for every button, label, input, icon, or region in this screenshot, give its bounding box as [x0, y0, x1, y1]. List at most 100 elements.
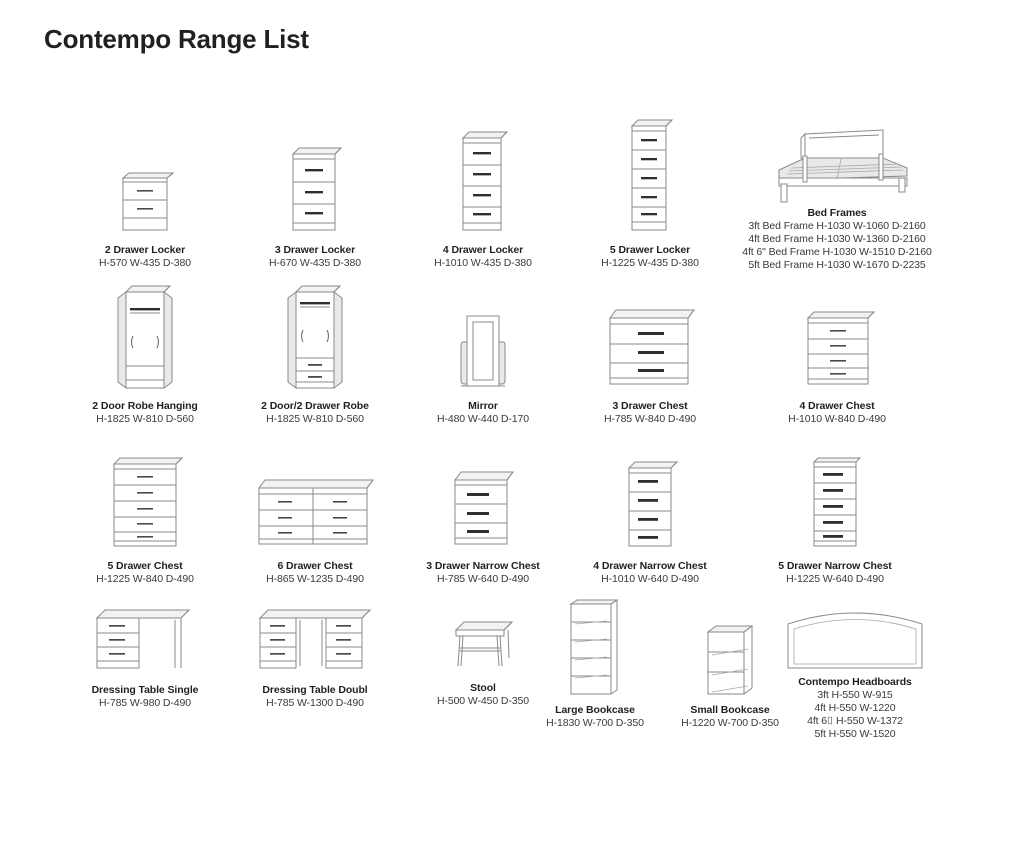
product-dimensions: H-785 W-640 D-490 [436, 573, 530, 585]
caption-5-drawer-narrow-chest: 5 Drawer Narrow Chest H-1225 W-640 D-490 [750, 560, 920, 586]
product-name: 5 Drawer Chest [107, 560, 183, 572]
caption-4-drawer-locker: 4 Drawer Locker H-1010 W-435 D-380 [408, 244, 558, 270]
product-item-stool: Stool H-500 W-450 D-350 [408, 608, 558, 708]
variant-line: 4ft Bed Frame H-1030 W-1360 D-2160 [748, 233, 926, 245]
product-item-dressing-table-single: Dressing Table Single H-785 W-980 D-490 [70, 600, 220, 710]
caption-dressing-table-double: Dressing Table Doubl H-785 W-1300 D-490 [240, 684, 390, 710]
product-item-2-drawer-locker: 2 Drawer Locker H-570 W-435 D-380 [70, 160, 220, 270]
caption-2-door-2-drawer-robe: 2 Door/2 Drawer Robe H-1825 W-810 D-560 [240, 400, 390, 426]
product-item-5-drawer-narrow-chest: 5 Drawer Narrow Chest H-1225 W-640 D-490 [750, 446, 920, 586]
product-name: 2 Drawer Locker [104, 244, 186, 256]
product-drawing-2-door-2-drawer-robe [240, 278, 390, 396]
product-dimensions: H-500 W-450 D-350 [436, 695, 530, 707]
product-item-contempo-headboards: Contempo Headboards 3ft H-550 W-915 4ft … [762, 600, 948, 741]
product-name: 5 Drawer Narrow Chest [778, 560, 892, 572]
product-dimensions: H-570 W-435 D-380 [98, 257, 192, 269]
caption-6-drawer-chest: 6 Drawer Chest H-865 W-1235 D-490 [240, 560, 390, 586]
product-name: 4 Drawer Chest [799, 400, 875, 412]
product-dimensions: H-865 W-1235 D-490 [266, 573, 364, 585]
product-item-4-drawer-narrow-chest: 4 Drawer Narrow Chest H-1010 W-640 D-490 [575, 452, 725, 586]
product-drawing-2-door-robe-hanging [70, 278, 220, 396]
product-drawing-5-drawer-narrow-chest [750, 446, 920, 556]
product-dimensions: H-1220 W-700 D-350 [681, 717, 779, 729]
product-drawing-3-drawer-chest [575, 300, 725, 396]
caption-4-drawer-chest: 4 Drawer Chest H-1010 W-840 D-490 [762, 400, 912, 426]
caption-large-bookcase: Large Bookcase H-1830 W-700 D-350 [520, 704, 670, 730]
product-item-2-door-2-drawer-robe: 2 Door/2 Drawer Robe H-1825 W-810 D-560 [240, 278, 390, 426]
caption-mirror: Mirror H-480 W-440 D-170 [408, 400, 558, 426]
variant-line: 4ft H-550 W-1220 [814, 702, 896, 714]
product-name: Small Bookcase [690, 704, 770, 716]
product-drawing-bed-frames [722, 128, 952, 203]
product-name: 3 Drawer Chest [612, 400, 688, 412]
product-item-small-bookcase: Small Bookcase H-1220 W-700 D-350 [655, 618, 805, 730]
product-drawing-3-drawer-narrow-chest [408, 462, 558, 556]
product-name: Contempo Headboards [798, 676, 912, 688]
product-item-mirror: Mirror H-480 W-440 D-170 [408, 308, 558, 426]
headboard-variants: 3ft H-550 W-915 4ft H-550 W-1220 4ft 6⌷ … [762, 689, 948, 741]
product-dimensions: H-1225 W-435 D-380 [601, 257, 699, 269]
product-drawing-5-drawer-locker [575, 112, 725, 240]
product-item-4-drawer-chest: 4 Drawer Chest H-1010 W-840 D-490 [762, 300, 912, 426]
variant-line: 3ft Bed Frame H-1030 W-1060 D-2160 [748, 220, 926, 232]
product-dimensions: H-1225 W-840 D-490 [96, 573, 194, 585]
product-item-2-door-robe-hanging: 2 Door Robe Hanging H-1825 W-810 D-560 [70, 278, 220, 426]
product-drawing-contempo-headboards [762, 600, 948, 672]
product-dimensions: H-1225 W-640 D-490 [786, 573, 884, 585]
product-drawing-4-drawer-narrow-chest [575, 452, 725, 556]
variant-line: 5ft H-550 W-1520 [814, 728, 896, 740]
product-name: Large Bookcase [555, 704, 635, 716]
caption-2-door-robe-hanging: 2 Door Robe Hanging H-1825 W-810 D-560 [70, 400, 220, 426]
product-drawing-6-drawer-chest [240, 470, 390, 556]
product-item-bed-frames: Bed Frames 3ft Bed Frame H-1030 W-1060 D… [722, 128, 952, 272]
product-dimensions: H-480 W-440 D-170 [436, 413, 530, 425]
product-name: 6 Drawer Chest [277, 560, 353, 572]
product-dimensions: H-1830 W-700 D-350 [546, 717, 644, 729]
caption-dressing-table-single: Dressing Table Single H-785 W-980 D-490 [70, 684, 220, 710]
product-item-6-drawer-chest: 6 Drawer Chest H-865 W-1235 D-490 [240, 470, 390, 586]
caption-3-drawer-locker: 3 Drawer Locker H-670 W-435 D-380 [240, 244, 390, 270]
variant-line: 5ft Bed Frame H-1030 W-1670 D-2235 [748, 259, 926, 271]
product-drawing-2-drawer-locker [70, 160, 220, 240]
product-dimensions: H-1825 W-810 D-560 [266, 413, 364, 425]
product-name: 3 Drawer Locker [274, 244, 356, 256]
product-drawing-3-drawer-locker [240, 138, 390, 240]
product-item-large-bookcase: Large Bookcase H-1830 W-700 D-350 [520, 592, 670, 730]
product-name: 2 Door Robe Hanging [92, 400, 198, 412]
page-title: Contempo Range List [44, 24, 309, 54]
bed-frame-variants: 3ft Bed Frame H-1030 W-1060 D-2160 4ft B… [722, 220, 952, 272]
product-item-3-drawer-chest: 3 Drawer Chest H-785 W-840 D-490 [575, 300, 725, 426]
product-name: 2 Door/2 Drawer Robe [261, 400, 369, 412]
product-item-5-drawer-locker: 5 Drawer Locker H-1225 W-435 D-380 [575, 112, 725, 270]
product-drawing-stool [408, 608, 558, 678]
product-dimensions: H-1825 W-810 D-560 [96, 413, 194, 425]
product-dimensions: H-785 W-980 D-490 [98, 697, 192, 709]
variant-line: 4ft 6⌷ H-550 W-1372 [807, 715, 903, 727]
caption-contempo-headboards: Contempo Headboards 3ft H-550 W-915 4ft … [762, 676, 948, 741]
product-name: Stool [470, 682, 496, 694]
product-dimensions: H-1010 W-640 D-490 [601, 573, 699, 585]
caption-3-drawer-narrow-chest: 3 Drawer Narrow Chest H-785 W-640 D-490 [408, 560, 558, 586]
product-drawing-dressing-table-double [240, 600, 390, 680]
product-item-5-drawer-chest: 5 Drawer Chest H-1225 W-840 D-490 [70, 448, 220, 586]
caption-5-drawer-chest: 5 Drawer Chest H-1225 W-840 D-490 [70, 560, 220, 586]
product-dimensions: H-785 W-840 D-490 [603, 413, 697, 425]
product-drawing-mirror [408, 308, 558, 396]
caption-3-drawer-chest: 3 Drawer Chest H-785 W-840 D-490 [575, 400, 725, 426]
product-name: Dressing Table Doubl [262, 684, 368, 696]
caption-5-drawer-locker: 5 Drawer Locker H-1225 W-435 D-380 [575, 244, 725, 270]
product-name: 3 Drawer Narrow Chest [426, 560, 540, 572]
product-drawing-4-drawer-chest [762, 300, 912, 396]
product-drawing-large-bookcase [520, 592, 670, 700]
caption-2-drawer-locker: 2 Drawer Locker H-570 W-435 D-380 [70, 244, 220, 270]
variant-line: 4ft 6" Bed Frame H-1030 W-1510 D-2160 [742, 246, 932, 258]
product-item-3-drawer-narrow-chest: 3 Drawer Narrow Chest H-785 W-640 D-490 [408, 462, 558, 586]
product-name: Dressing Table Single [91, 684, 199, 696]
product-drawing-5-drawer-chest [70, 448, 220, 556]
caption-4-drawer-narrow-chest: 4 Drawer Narrow Chest H-1010 W-640 D-490 [575, 560, 725, 586]
product-name: Bed Frames [807, 207, 867, 219]
product-name: 4 Drawer Locker [442, 244, 524, 256]
product-name: 5 Drawer Locker [609, 244, 691, 256]
caption-stool: Stool H-500 W-450 D-350 [408, 682, 558, 708]
